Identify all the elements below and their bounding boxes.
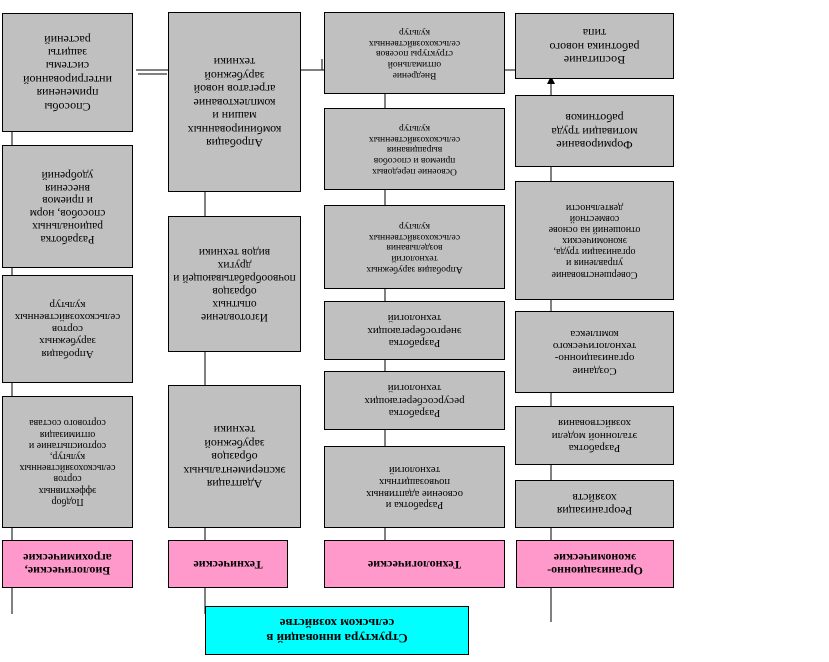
header-bio-agro: Биологические, агрохимические [2, 540, 133, 588]
org-item-3: Создание организационно- технологическог… [515, 311, 674, 393]
tech-item-1: Разработка и освоение адаптивных почвоза… [324, 446, 505, 528]
tech-item-3: Разработка энергосберегающих технологий [324, 301, 505, 360]
bio-item-4: Способы применения интегрированной систе… [2, 13, 133, 132]
header-technological: Технологические [324, 540, 505, 588]
root-box: Структура инноваций в сельском хозяйстве [205, 606, 469, 655]
machine-item-2: Изготовление опытных образцов почвообраб… [168, 216, 301, 352]
bio-item-1: Подбор эффективных сортов сельскохозяйст… [2, 396, 133, 528]
tech-item-5: Освоение передовых приемов и способов вы… [324, 108, 505, 190]
org-item-5: Формирование мотивации труда работников [515, 95, 674, 167]
header-technical: Технические [168, 540, 288, 588]
header-bio-agro-text: Биологические, агрохимические [23, 551, 112, 579]
bio-item-2: Апробация зарубежных сортов сельскохозяй… [2, 275, 133, 383]
org-item-4: Совершенствование управления и организац… [515, 181, 674, 300]
header-technical-text: Технические [193, 557, 263, 572]
machine-item-1: Адаптация экспериментальных образцов зар… [168, 385, 301, 528]
header-org-econ: Организационно- экономические [516, 540, 674, 588]
org-item-2: Разработка эталонной модели хозяйствован… [515, 406, 674, 465]
tech-item-6: Внедрение оптимальной структуры посевов … [324, 12, 505, 94]
header-technological-text: Технологические [367, 557, 462, 572]
root-text: Структура инноваций в сельском хозяйстве [266, 616, 408, 647]
org-item-1: Реорганизация хозяйств [515, 480, 674, 528]
tech-item-2: Разработка ресурсосберегающих технологий [324, 371, 505, 430]
header-org-econ-text: Организационно- экономические [547, 551, 643, 579]
org-item-6: Воспитание работника нового типа [515, 13, 674, 79]
bio-item-3: Разработка рациональных способов, норм и… [2, 145, 133, 268]
tech-item-4: Апробация зарубежных технологий возделыв… [324, 205, 505, 289]
machine-item-3: Апробация комбинированных машин и компле… [168, 12, 301, 192]
